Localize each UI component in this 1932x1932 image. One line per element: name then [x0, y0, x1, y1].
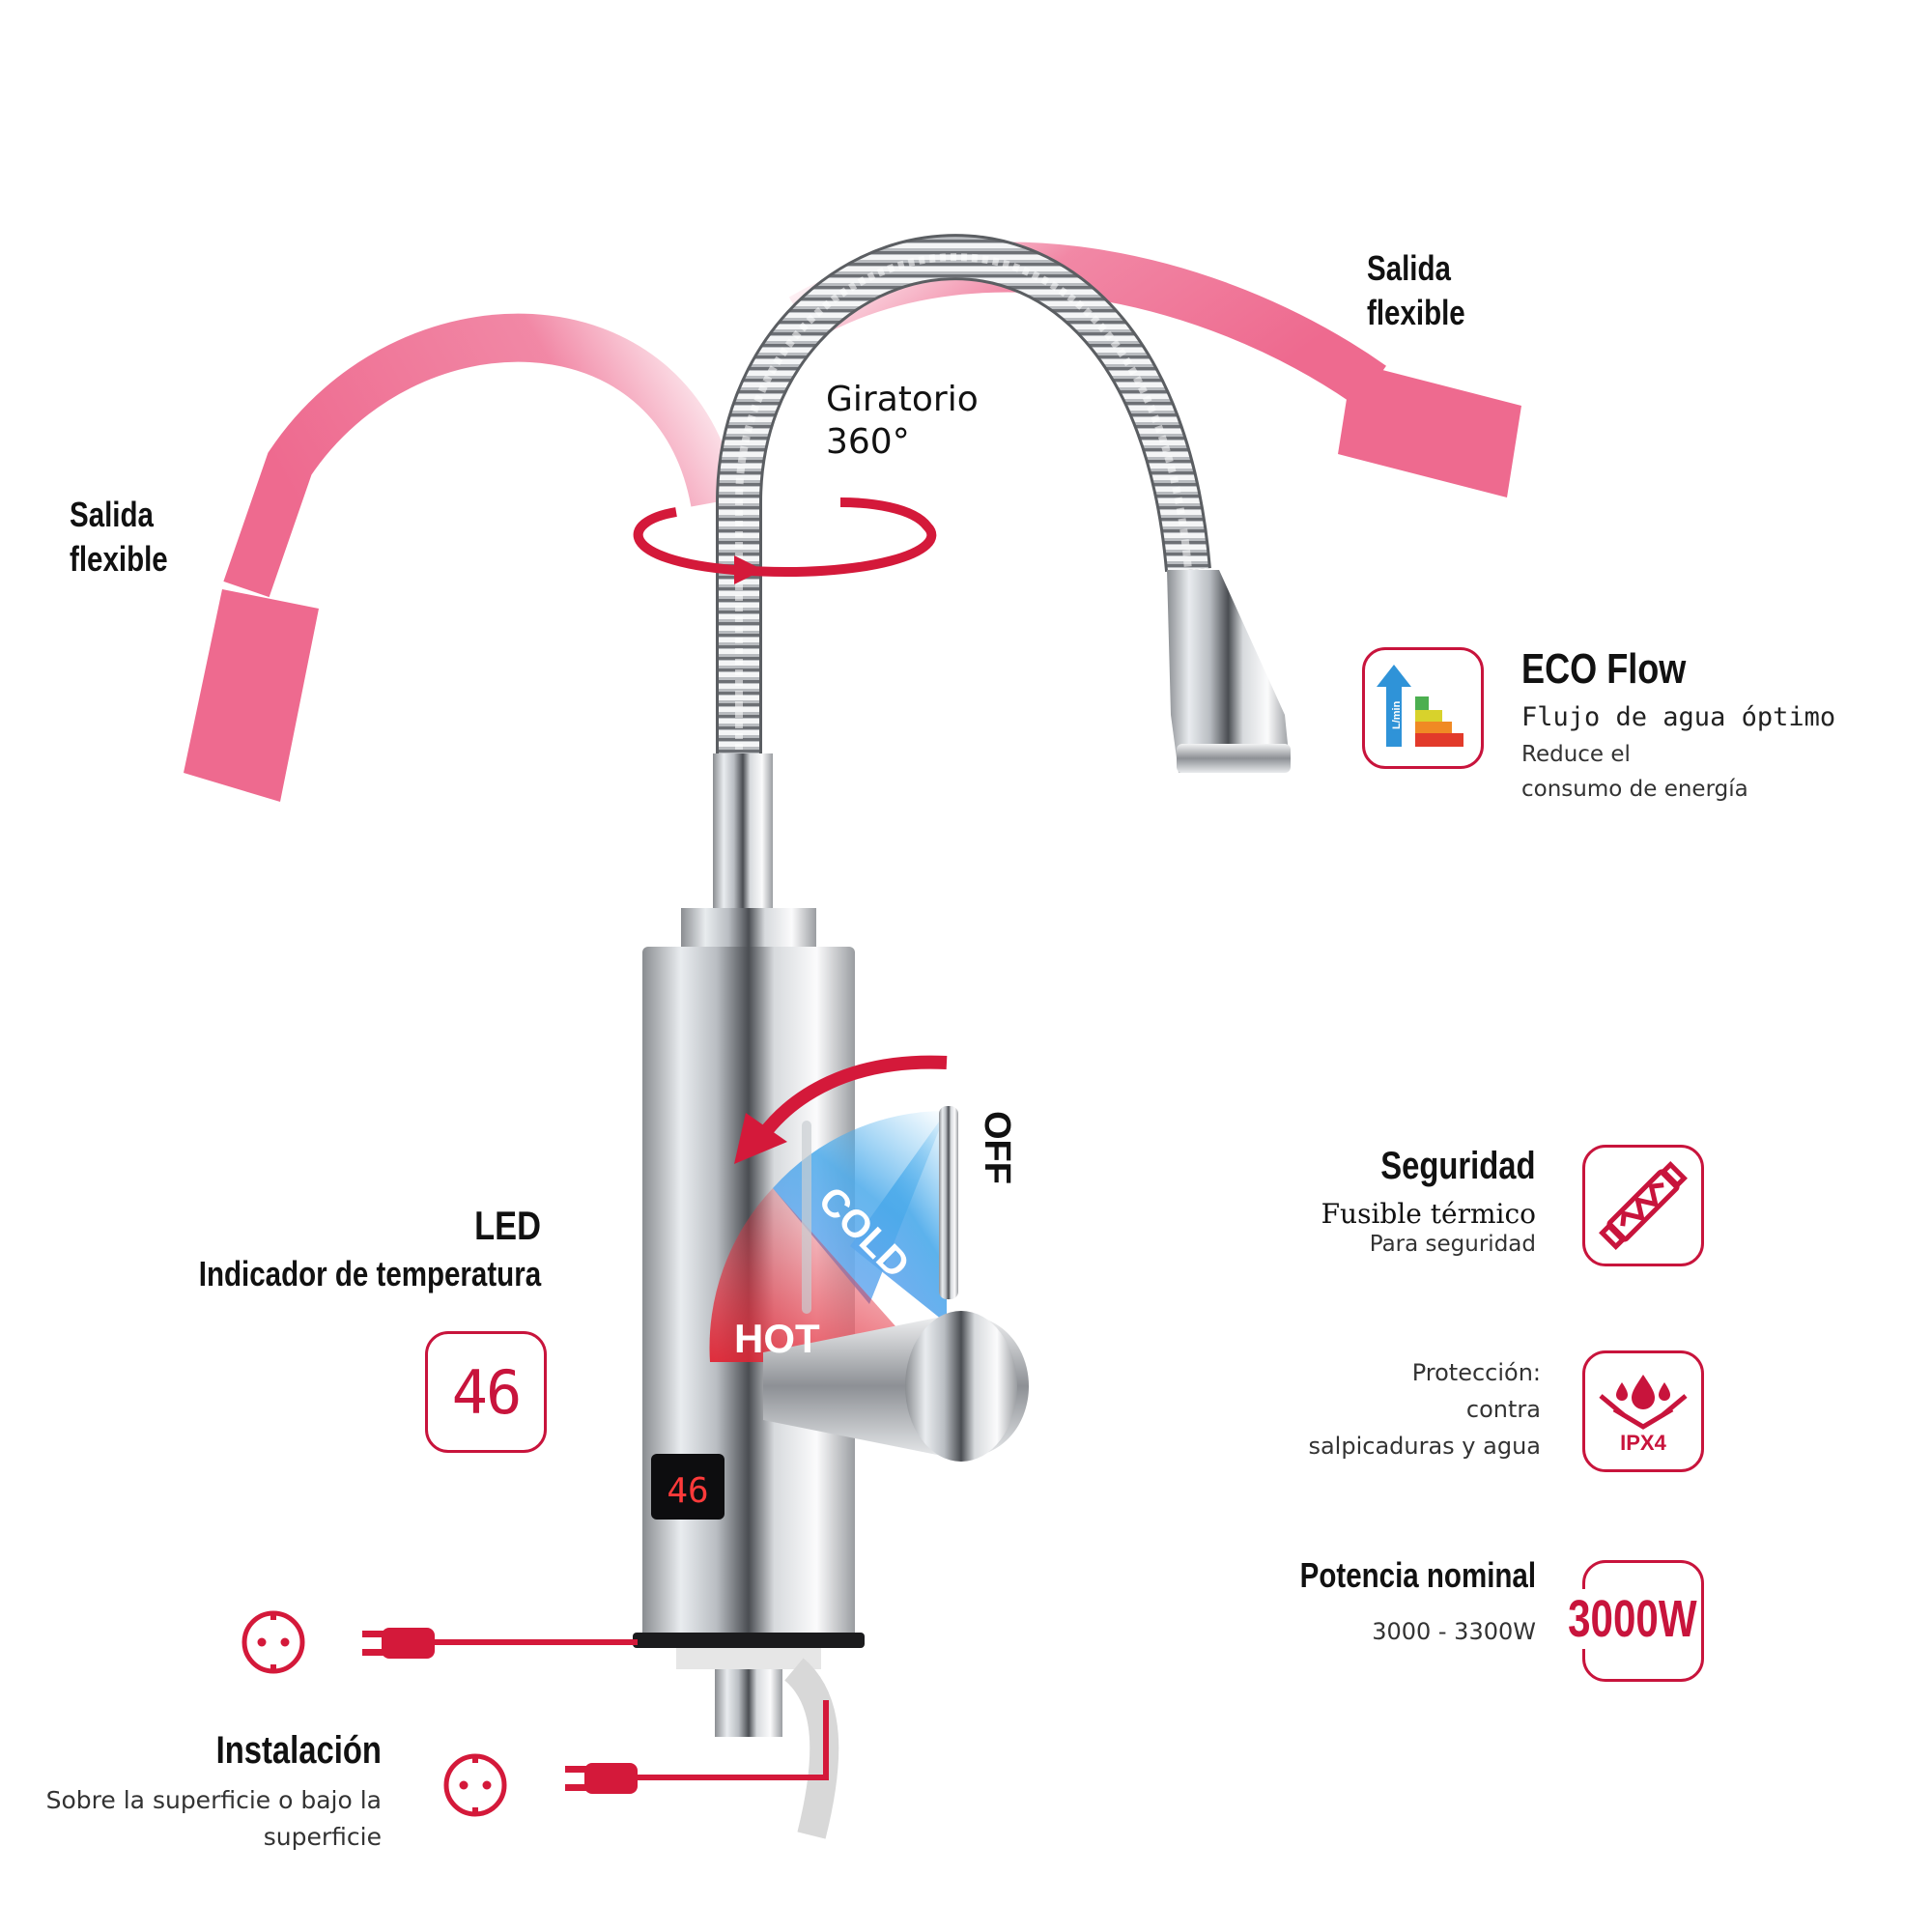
eco-icon-box: L/min [1362, 647, 1484, 769]
potencia-range: 3000 - 3300W [1372, 1618, 1536, 1645]
seguridad-sub: Fusible térmico [1321, 1198, 1536, 1230]
eco-sub: Flujo de agua óptimo [1521, 702, 1836, 732]
led-icon-box: 46 [425, 1331, 547, 1453]
svg-text:IPX4: IPX4 [1620, 1431, 1666, 1455]
hot-label: HOT [734, 1316, 820, 1361]
ipx4-icon-box: IPX4 [1582, 1350, 1704, 1472]
seguridad-desc: Para seguridad [1369, 1232, 1536, 1257]
power-badge: 3000W [1565, 1589, 1700, 1649]
instalacion-title: Instalación [215, 1729, 382, 1772]
led-title: LED [474, 1203, 541, 1248]
neck [713, 753, 773, 908]
flex-head-right [1338, 362, 1521, 497]
potencia-title: Potencia nominal [1299, 1555, 1536, 1595]
turn-arrow [757, 1055, 948, 1140]
flex-head-left [184, 589, 319, 802]
proteccion-text: Protección: contra salpicaduras y agua [1308, 1359, 1541, 1460]
water-drops-icon: IPX4 [1599, 1375, 1688, 1455]
led-sub: Indicador de temperatura [198, 1254, 541, 1293]
nozzle [1167, 570, 1290, 773]
led-value: 46 [451, 1356, 523, 1428]
fuse-icon-box [1582, 1145, 1704, 1266]
plug-icon-lower [565, 1763, 638, 1794]
seguridad-title: Seguridad [1380, 1145, 1536, 1187]
plug-icon-upper [362, 1628, 435, 1659]
flex-arc-left [223, 313, 739, 598]
hot-zone [709, 1188, 927, 1362]
socket-icon-upper [242, 1610, 305, 1674]
eco-title: ECO Flow [1521, 645, 1687, 693]
led-display [651, 1454, 724, 1520]
svg-text:L/min: L/min [1391, 700, 1403, 729]
eco-flow-icon: L/min [1377, 665, 1463, 747]
display-digits: 46 [667, 1471, 708, 1511]
off-label: OFF [977, 1111, 1017, 1184]
socket-icon-lower [443, 1753, 507, 1817]
fuse-icon [1599, 1161, 1688, 1250]
rotation-arrow [633, 497, 937, 577]
